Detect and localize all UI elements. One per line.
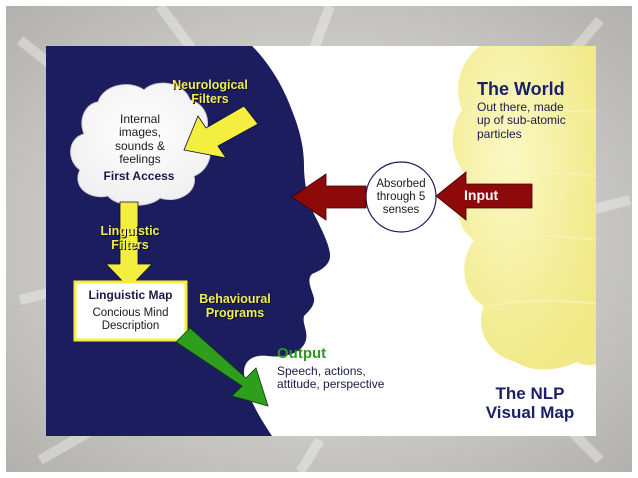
internal-line3: sounds & — [114, 138, 166, 153]
behavioural-programs-line2: Programs — [205, 306, 265, 320]
linguistic-filters-label: Linguistic Filters — [88, 224, 172, 252]
behavioural-programs-label: Behavioural Programs — [190, 292, 280, 320]
output-desc: Speech, actions, attitude, perspective — [277, 364, 385, 392]
world-title: The World — [477, 79, 565, 99]
absorbed-to-head-arrow — [291, 173, 367, 221]
output-line2: attitude, perspective — [277, 377, 385, 392]
output-line1: Speech, actions, — [277, 364, 366, 378]
first-access-label: First Access — [103, 169, 175, 183]
input-arrow — [435, 171, 533, 221]
world-line2: up of sub-atomic — [477, 113, 566, 128]
neurological-filters-arrow — [183, 105, 259, 159]
internal-line1: Internal — [119, 112, 161, 126]
world-desc: Out there, made up of sub-atomic particl… — [477, 100, 566, 141]
linguistic-map-desc: Concious Mind Description — [77, 307, 184, 333]
linguistic-filters-line1: Linguistic — [100, 224, 160, 238]
neurological-filters-label: Neurological Filters — [160, 78, 260, 106]
absorbed-text: Absorbed through 5 senses — [366, 178, 436, 217]
output-label: Output — [277, 345, 327, 362]
behavioural-programs-line1: Behavioural — [199, 292, 271, 306]
absorbed-line1: Absorbed — [376, 178, 426, 190]
internal-line4: feelings — [119, 152, 161, 167]
linguistic-map-title: Linguistic Map — [88, 288, 173, 302]
absorbed-line2: through 5 — [376, 190, 426, 203]
linguistic-map-line1: Concious Mind — [92, 307, 169, 319]
neurological-filters-line1: Neurological — [172, 78, 248, 92]
map-title-line2: Visual Map — [485, 403, 575, 423]
linguistic-map-line2: Description — [101, 319, 160, 332]
world-line3: particles — [477, 126, 522, 141]
output-arrow — [175, 327, 269, 407]
internal-line2: images, — [118, 125, 162, 140]
map-title-line1: The NLP — [495, 384, 565, 403]
linguistic-filters-line2: Filters — [111, 238, 149, 252]
map-title: The NLP Visual Map — [470, 384, 590, 422]
neurological-filters-line2: Filters — [191, 92, 229, 106]
world-line1: Out there, made — [477, 100, 564, 114]
internal-thought-cloud — [70, 82, 211, 206]
absorbed-line3: senses — [382, 203, 420, 216]
input-label: Input — [464, 187, 499, 203]
linguistic-map-box — [73, 280, 188, 342]
linguistic-filters-arrow — [105, 201, 153, 289]
internal-cloud-text: Internal images, sounds & feelings — [92, 112, 188, 167]
